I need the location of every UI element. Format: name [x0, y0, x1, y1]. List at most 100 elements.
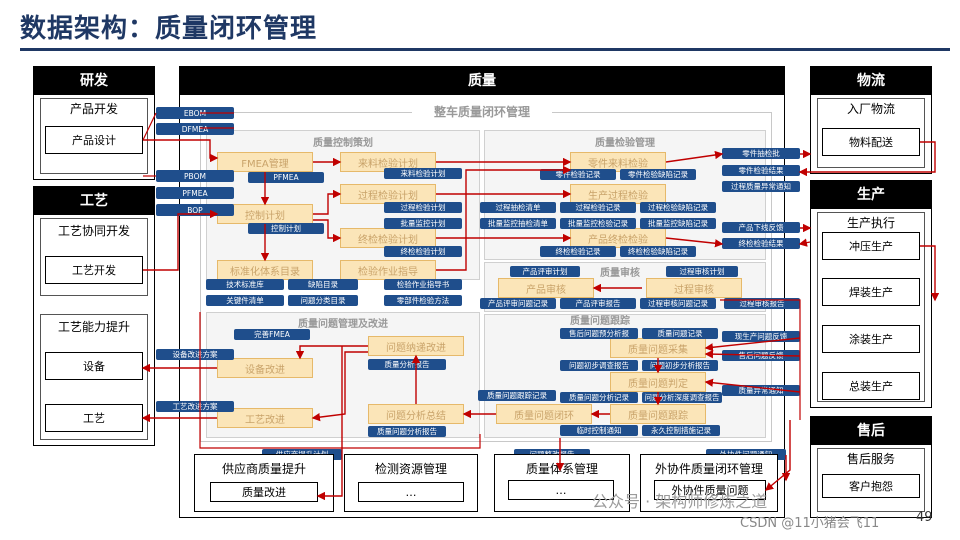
parts-method-tag[interactable]: 零部件检验方法 — [384, 295, 462, 306]
device-box[interactable]: 设备 — [45, 352, 143, 380]
proc-audit-plan-tag[interactable]: 过程审核计划 — [666, 266, 738, 277]
final-plan-tag[interactable]: 终检检验计划 — [384, 246, 462, 257]
proc-notice-tag[interactable]: 过程质量异常通知 — [722, 181, 800, 192]
stamping-box[interactable]: 冲压生产 — [822, 232, 920, 260]
bop-tag[interactable]: BOP — [156, 204, 234, 216]
quality-header: 质量 — [179, 66, 785, 94]
proc-issue-tag[interactable]: 过程审核问题记录 — [640, 298, 716, 309]
process-audit-box[interactable]: 过程审核 — [646, 278, 742, 298]
title-underline — [20, 48, 950, 51]
inspection-guide-box[interactable]: 检验作业指导 — [340, 260, 436, 280]
quality-notice-tag[interactable]: 质量异常通知 — [722, 385, 800, 396]
proc-list-tag[interactable]: 过程抽检清单 — [480, 202, 556, 213]
svc-feedback-tag[interactable]: 售后问题反馈 — [722, 350, 800, 361]
ctrl-plan-tag[interactable]: 控制计划 — [248, 223, 324, 234]
improve-fmea-tag[interactable]: 完善FMEA — [234, 329, 310, 340]
product-audit-box[interactable]: 产品审核 — [498, 278, 594, 298]
final-def-tag[interactable]: 终检检验缺陷记录 — [620, 246, 696, 257]
process-plan2-tag[interactable]: 工艺改进方案 — [156, 401, 234, 412]
parts-rec-tag[interactable]: 零件检验记录 — [540, 169, 616, 180]
device-improve-box[interactable]: 设备改进 — [217, 358, 313, 378]
standard-system-box[interactable]: 标准化体系目录 — [217, 260, 313, 280]
final-plan-box[interactable]: 终检检验计划 — [340, 228, 436, 248]
test-item-box[interactable]: … — [358, 482, 464, 502]
issue-judge-box[interactable]: 质量问题判定 — [610, 372, 706, 392]
batch-list-tag[interactable]: 批量监控抽检清单 — [480, 218, 556, 229]
customer-complaint-box[interactable]: 客户抱怨 — [822, 474, 920, 498]
batch-rec-tag[interactable]: 批量监控检验记录 — [560, 218, 636, 229]
analysis-rec-tag[interactable]: 质量问题分析记录 — [560, 392, 638, 403]
parts-check-tag[interactable]: 零件抽检批 — [722, 148, 800, 159]
deep-survey-tag[interactable]: 问题分析深度调查报告 — [642, 392, 722, 403]
final-result-tag[interactable]: 终检检验结果 — [722, 238, 800, 249]
process-box[interactable]: 工艺 — [45, 404, 143, 432]
fmea-manage-box[interactable]: FMEA管理 — [217, 152, 313, 172]
prod-report-tag[interactable]: 产品评审报告 — [560, 298, 636, 309]
qa-report-tag[interactable]: 质量分析报告 — [368, 359, 446, 370]
inc-plan-tag[interactable]: 来料检验计划 — [384, 168, 462, 179]
issue-dir-tag[interactable]: 问题分类目录 — [288, 295, 358, 306]
final-rec-tag[interactable]: 终检检验记录 — [540, 246, 616, 257]
parts-incoming-box[interactable]: 零件来料检验 — [570, 152, 666, 172]
proc-def-tag[interactable]: 过程检验缺陷记录 — [640, 202, 716, 213]
process-capability-label: 工艺能力提升 — [57, 320, 130, 334]
welding-box[interactable]: 焊装生产 — [822, 278, 920, 306]
parts-result-tag[interactable]: 零件检验结果 — [722, 165, 800, 176]
painting-box[interactable]: 涂装生产 — [822, 325, 920, 353]
device-plan-tag[interactable]: 设备改进方案 — [156, 349, 234, 360]
batch-def-tag[interactable]: 批量监控缺陷记录 — [640, 218, 716, 229]
closed-loop-label: 整车质量闭环管理 — [412, 103, 552, 120]
ebom-tag[interactable]: EBOM — [156, 107, 234, 119]
issue-improve-box[interactable]: 问题纳递改进 — [368, 336, 464, 356]
process-plan-box[interactable]: 过程检验计划 — [340, 184, 436, 204]
issue-collect-box[interactable]: 质量问题采集 — [610, 338, 706, 358]
init-survey-tag[interactable]: 问题初步调查报告 — [560, 360, 638, 371]
page-number: 49 — [916, 510, 933, 525]
rd-header: 研发 — [33, 66, 155, 94]
pfmea-tag[interactable]: PFMEA — [248, 172, 324, 183]
pfmea-left-tag[interactable]: PFMEA — [156, 187, 234, 199]
outsource-label: 外协件质量闭环管理 — [654, 462, 763, 476]
proc-report-tag[interactable]: 过程审核报告 — [724, 298, 800, 309]
supplier-improve-box[interactable]: 质量改进 — [210, 482, 318, 502]
proc-rec-tag[interactable]: 过程检验记录 — [560, 202, 636, 213]
product-final-box[interactable]: 产品终检检验 — [570, 228, 666, 248]
pbom-tag[interactable]: PBOM — [156, 170, 234, 182]
production-group-label: 生产执行 — [846, 216, 895, 230]
perm-measure-tag[interactable]: 永久控制措施记录 — [642, 425, 720, 436]
proc-plan-tag[interactable]: 过程检验计划 — [384, 202, 462, 213]
issue-record-tag[interactable]: 质量问题记录 — [642, 328, 718, 339]
dfmea-tag[interactable]: DFMEA — [156, 123, 234, 135]
prod-issue-tag[interactable]: 产品评审问题记录 — [480, 298, 556, 309]
supplier-label: 供应商质量提升 — [221, 462, 306, 476]
zone-qi-manage-label: 质量检验管理 — [595, 138, 655, 149]
init-analysis-tag[interactable]: 问题初步分析报告 — [642, 360, 718, 371]
issue-trace-rec-tag[interactable]: 质量问题跟踪记录 — [478, 390, 556, 401]
prod-plan-tag[interactable]: 产品评审计划 — [510, 266, 580, 277]
zone-qc-plan-label: 质量控制策划 — [313, 138, 373, 149]
page-title: 数据架构：质量闭环管理 — [20, 14, 318, 44]
logistics-group-label: 入厂物流 — [846, 102, 895, 116]
issue-close-box[interactable]: 质量问题闭环 — [496, 404, 592, 424]
site-feedback-tag[interactable]: 现生产问题反馈 — [722, 331, 800, 342]
defect-dir-tag[interactable]: 缺陷目录 — [288, 279, 358, 290]
qa-report2-tag[interactable]: 质量问题分析报告 — [368, 426, 446, 437]
temp-notice-tag[interactable]: 临时控制通知 — [560, 425, 638, 436]
guide-book-tag[interactable]: 检验作业指导书 — [384, 279, 462, 290]
prod-feedback-tag[interactable]: 产品下线反馈 — [722, 222, 800, 233]
product-design-box[interactable]: 产品设计 — [45, 126, 143, 154]
parts-def-tag[interactable]: 零件检验缺陷记录 — [620, 169, 696, 180]
production-header: 生产 — [810, 180, 932, 208]
material-delivery-box[interactable]: 物料配送 — [822, 128, 920, 156]
tech-std-tag[interactable]: 技术标准库 — [206, 279, 284, 290]
process-check-box[interactable]: 生产过程检验 — [570, 184, 666, 204]
assembly-box[interactable]: 总装生产 — [822, 372, 920, 400]
issue-analysis-box[interactable]: 问题分析总结 — [368, 404, 464, 424]
watermark-csdn: CSDN @11小猪会飞11 — [740, 516, 880, 531]
issue-trace-box[interactable]: 质量问题跟踪 — [610, 404, 706, 424]
svc-analysis-tag[interactable]: 售后问题预分析报 — [560, 328, 638, 339]
batch-plan-tag[interactable]: 批量监控计划 — [384, 218, 462, 229]
process-dev-box[interactable]: 工艺开发 — [45, 256, 143, 284]
key-list-tag[interactable]: 关键件清单 — [206, 295, 284, 306]
system-item-box[interactable]: … — [508, 480, 614, 500]
